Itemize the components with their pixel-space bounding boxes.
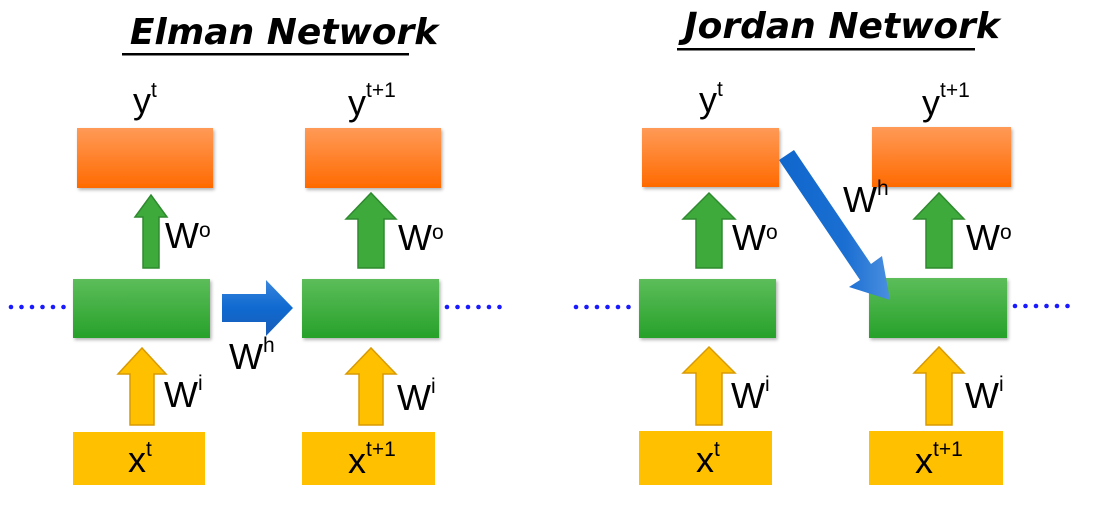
continuation-dot [584, 304, 589, 310]
continuation-dot [1012, 303, 1018, 309]
output-weight-arrow-icon [912, 191, 966, 269]
input-layer-box [869, 431, 1003, 485]
continuation-dot [1065, 303, 1070, 309]
input-layer-box [639, 431, 772, 485]
input-weight-arrow-icon [116, 346, 168, 426]
output-label: yt [133, 79, 157, 121]
hidden-layer-box [73, 279, 210, 338]
output-label: yt+1 [348, 79, 396, 123]
input-layer-box [73, 432, 205, 485]
jordan-network: Jordan Network yt Wo Wi xt yt+1 Wo Wi xt… [573, 6, 1070, 485]
continuation-dot [1054, 303, 1060, 309]
input-label: xt+1 [915, 438, 963, 481]
title-underline [122, 53, 409, 56]
input-weight-arrow-icon [912, 345, 966, 426]
input-weight-label: Wi [164, 372, 203, 415]
input-label: xt [128, 438, 152, 480]
output-weight-label: Wo [165, 215, 211, 256]
recurrent-arrow-icon [779, 150, 890, 300]
input-label: xt [696, 438, 720, 480]
continuation-dots-right [1012, 303, 1070, 309]
hidden-layer-box [302, 279, 439, 338]
output-label: yt [699, 78, 723, 120]
output-layer-box [305, 128, 441, 188]
continuation-dot [1023, 303, 1028, 309]
input-weight-arrow-icon [681, 345, 737, 426]
input-weight-label: Wi [397, 375, 436, 418]
output-weight-label: Wo [966, 217, 1012, 258]
time-step-t: yt Wo Wi xt [639, 78, 779, 485]
elman-network: Elman Network yt Wo Wi xt yt+1 Wo Wi xt+… [8, 12, 502, 485]
time-step-t-plus-1: yt+1 Wo Wi xt+1 [869, 79, 1012, 485]
output-weight-arrow-icon [344, 191, 398, 269]
output-layer-box [77, 128, 213, 188]
time-step-t: yt Wo Wi xt [73, 79, 213, 485]
output-weight-arrow-icon [681, 191, 737, 269]
output-weight-label: Wo [732, 217, 778, 258]
recurrent-arrow-icon [222, 280, 293, 336]
output-weight-arrow-icon [133, 193, 169, 269]
continuation-dot [476, 304, 481, 310]
input-layer-box [302, 432, 435, 485]
continuation-dot [61, 304, 66, 310]
continuation-dot [1044, 303, 1049, 309]
input-label: xt+1 [348, 438, 396, 481]
continuation-dot [497, 304, 502, 310]
continuation-dot [29, 304, 35, 310]
diagram-title: Elman Network [130, 12, 440, 53]
hidden-layer-box [639, 279, 776, 338]
continuation-dot [615, 304, 621, 310]
output-layer-box [642, 128, 779, 187]
recurrent-weight-label: Wh [843, 177, 889, 220]
title-underline [677, 48, 975, 51]
continuation-dot [594, 304, 600, 310]
continuation-dot [40, 304, 45, 310]
time-step-t-plus-1: yt+1 Wo Wi xt+1 [302, 79, 444, 485]
input-weight-arrow-icon [344, 346, 398, 426]
continuation-dot [605, 304, 610, 310]
output-weight-label: Wo [398, 217, 444, 258]
input-weight-label: Wi [965, 373, 1004, 416]
continuation-dots-right [444, 304, 502, 310]
continuation-dot [486, 304, 492, 310]
continuation-dot [50, 304, 56, 310]
continuation-dot [19, 304, 24, 310]
continuation-dot [8, 304, 14, 310]
input-weight-label: Wi [731, 373, 770, 416]
diagram-title: Jordan Network [678, 6, 1002, 47]
continuation-dots-left [8, 304, 66, 310]
continuation-dot [573, 304, 579, 310]
continuation-dot [455, 304, 460, 310]
continuation-dot [626, 304, 631, 310]
hidden-layer-box [869, 278, 1007, 338]
output-layer-box [872, 127, 1011, 187]
continuation-dot [465, 304, 471, 310]
recurrent-weight-label: Wh [229, 334, 275, 377]
continuation-dot [444, 304, 450, 310]
output-label: yt+1 [922, 79, 970, 123]
continuation-dot [1033, 303, 1039, 309]
continuation-dots-left [573, 304, 631, 310]
